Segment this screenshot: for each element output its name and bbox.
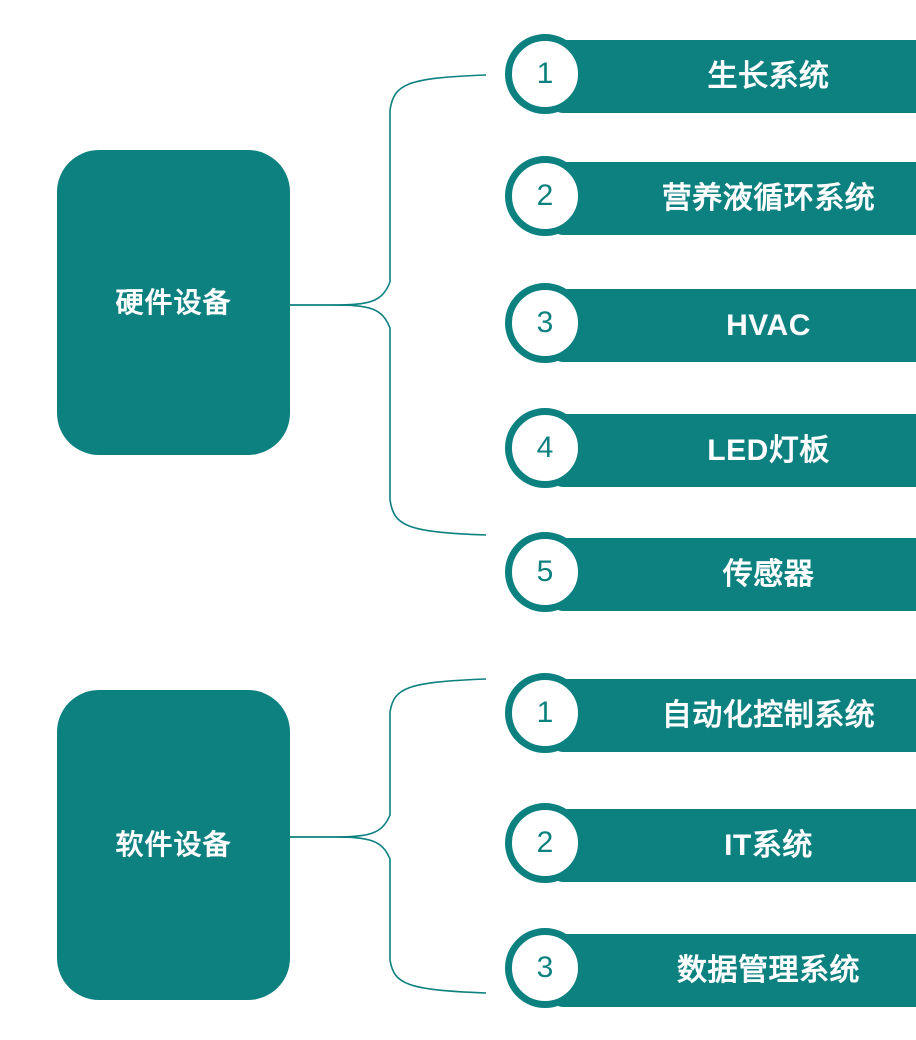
- item-label: 营养液循环系统: [661, 181, 876, 215]
- item-label: IT系统: [724, 828, 813, 862]
- item-number: 1: [536, 57, 554, 90]
- item-number-badge: 3: [505, 928, 585, 1008]
- item-number-badge: 2: [505, 803, 585, 883]
- list-item[interactable]: IT系统 2: [505, 803, 916, 885]
- item-label: HVAC: [726, 308, 811, 342]
- item-number-badge: 3: [505, 283, 585, 363]
- item-number-badge: 2: [505, 156, 585, 236]
- list-item[interactable]: LED灯板 4: [505, 408, 916, 490]
- item-number-badge: 1: [505, 673, 585, 753]
- item-number: 3: [536, 951, 554, 984]
- category-box-hardware[interactable]: 硬件设备: [57, 150, 290, 455]
- item-bar: 营养液循环系统: [550, 162, 916, 235]
- item-bar: 数据管理系统: [550, 934, 916, 1007]
- item-label: 数据管理系统: [677, 953, 860, 987]
- item-number: 2: [536, 179, 554, 212]
- item-number: 3: [536, 306, 554, 339]
- item-number: 4: [536, 431, 554, 464]
- item-bar: HVAC: [550, 289, 916, 362]
- list-item[interactable]: 传感器 5: [505, 532, 916, 614]
- item-bar: 传感器: [550, 538, 916, 611]
- item-number: 2: [536, 826, 554, 859]
- bracket-hardware: [290, 74, 487, 536]
- item-label: 传感器: [722, 557, 815, 591]
- list-item[interactable]: HVAC 3: [505, 283, 916, 365]
- category-label-hardware: 硬件设备: [115, 286, 232, 318]
- item-label: LED灯板: [707, 433, 830, 467]
- item-number: 1: [536, 696, 554, 729]
- list-item[interactable]: 自动化控制系统 1: [505, 673, 916, 755]
- item-number: 5: [536, 555, 554, 588]
- item-number-badge: 5: [505, 532, 585, 612]
- item-bar: 生长系统: [550, 40, 916, 113]
- bracket-software: [290, 678, 487, 994]
- item-bar: IT系统: [550, 809, 916, 882]
- list-item[interactable]: 数据管理系统 3: [505, 928, 916, 1010]
- category-label-software: 软件设备: [115, 829, 232, 861]
- item-bar: LED灯板: [550, 414, 916, 487]
- item-number-badge: 1: [505, 34, 585, 114]
- list-item[interactable]: 营养液循环系统 2: [505, 156, 916, 238]
- list-item[interactable]: 生长系统 1: [505, 34, 916, 116]
- category-box-software[interactable]: 软件设备: [57, 690, 290, 1000]
- item-label: 生长系统: [707, 59, 830, 93]
- item-label: 自动化控制系统: [661, 698, 876, 732]
- item-bar: 自动化控制系统: [550, 679, 916, 752]
- item-number-badge: 4: [505, 408, 585, 488]
